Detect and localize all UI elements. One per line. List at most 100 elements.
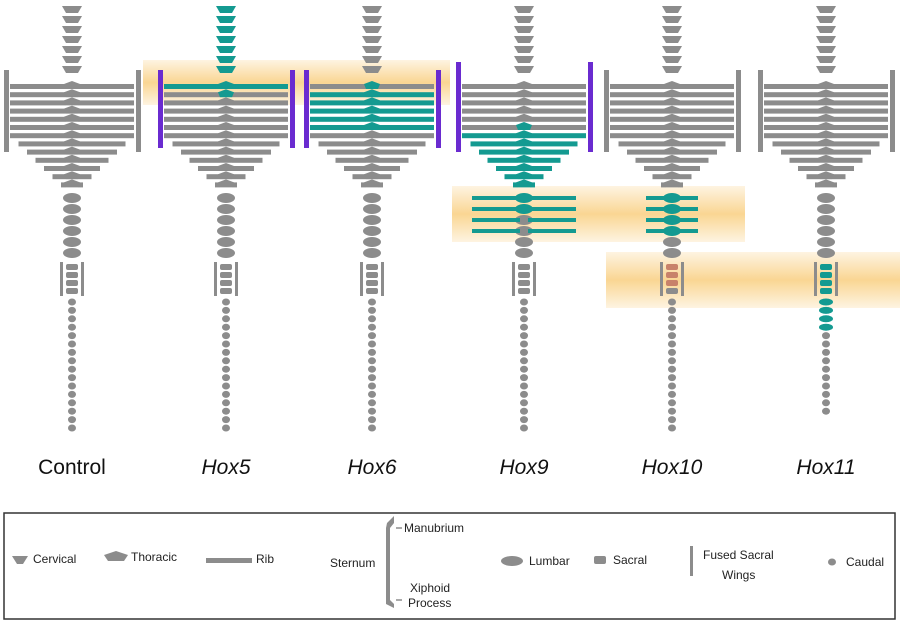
caudal-vertebra	[368, 407, 376, 415]
thoracic-vertebra	[818, 171, 834, 180]
sternum-left	[456, 62, 461, 152]
legend-wings: Wings	[722, 568, 755, 582]
thoracic-vertebra	[64, 179, 80, 188]
rib-left	[798, 166, 820, 171]
caudal-vertebra	[822, 390, 830, 398]
rib-left	[462, 84, 518, 89]
rib-right	[832, 108, 888, 114]
rib-left	[10, 133, 66, 139]
caudal-vertebra	[222, 374, 230, 382]
rib-left	[335, 157, 366, 163]
caudal-vertebra	[222, 382, 230, 390]
lumbar-vertebra	[663, 248, 681, 258]
rib-right	[232, 100, 288, 106]
rib-right	[232, 166, 254, 171]
caudal-vertebra	[668, 399, 676, 407]
cervical-vertebra	[662, 46, 682, 53]
legend-caudal: Caudal	[846, 555, 884, 569]
ectopic-rib-right	[528, 229, 576, 233]
rib-left	[318, 141, 366, 147]
fused-sacral-wings-icon	[690, 546, 693, 576]
cervical-vertebra	[514, 16, 534, 23]
cervical-vertebra	[362, 56, 382, 63]
rib-right	[530, 149, 569, 155]
caudal-vertebra	[520, 424, 528, 432]
rib-left	[610, 108, 666, 114]
caudal-vertebra	[822, 399, 830, 407]
rib-right	[832, 84, 888, 89]
thoracic-vertebra	[664, 89, 680, 98]
thoracic-vertebra	[218, 179, 234, 188]
lumbar-vertebra	[817, 193, 835, 203]
caudal-vertebra	[520, 298, 528, 306]
rib-left	[644, 166, 666, 171]
caudal-vertebra	[668, 382, 676, 390]
rib-left	[513, 182, 518, 188]
rib-left	[10, 116, 66, 122]
thoracic-vertebra	[364, 138, 380, 147]
thoracic-vertebra	[64, 97, 80, 106]
caudal-vertebra	[668, 365, 676, 373]
caudal-vertebra	[668, 340, 676, 348]
sacral-vertebra	[820, 272, 832, 278]
caudal-vertebra	[668, 390, 676, 398]
rib-right	[530, 166, 552, 171]
rib-left	[462, 92, 518, 98]
thoracic-vertebra	[218, 138, 234, 147]
rib-left	[772, 141, 820, 147]
cervical-vertebra	[514, 46, 534, 53]
rib-left	[470, 141, 518, 147]
thoracic-vertebra	[64, 138, 80, 147]
lumbar-vertebra	[817, 237, 835, 247]
sacral-vertebra	[518, 288, 530, 294]
lumbar-vertebra	[663, 215, 681, 225]
caudal-icon	[828, 558, 836, 566]
caudal-vertebra	[520, 340, 528, 348]
sacral-vertebra	[366, 280, 378, 286]
caudal-vertebra	[368, 306, 376, 314]
rib-left	[496, 166, 518, 171]
rib-right	[78, 166, 100, 171]
lumbar-vertebra	[515, 248, 533, 258]
lumbar-vertebra	[515, 215, 533, 225]
lumbar-vertebra	[363, 215, 381, 225]
caudal-vertebra	[68, 315, 76, 323]
cervical-vertebra	[216, 56, 236, 63]
rib-left	[198, 166, 220, 171]
rib-right	[378, 84, 434, 89]
rib-right	[78, 100, 134, 106]
caudal-vertebra	[520, 315, 528, 323]
cervical-vertebra	[216, 66, 236, 73]
lumbar-vertebra	[63, 226, 81, 236]
rib-left	[206, 174, 220, 180]
thoracic-vertebra	[516, 154, 532, 163]
thoracic-vertebra	[364, 146, 380, 155]
thoracic-vertebra	[218, 130, 234, 139]
thoracic-vertebra	[818, 81, 834, 89]
lumbar-vertebra	[663, 237, 681, 247]
rib-right	[232, 174, 246, 180]
thoracic-vertebra	[218, 122, 234, 130]
rib-right	[232, 116, 288, 122]
cervical-vertebra	[216, 26, 236, 33]
caudal-vertebra	[520, 357, 528, 365]
rib-right	[78, 133, 134, 139]
sacral-wing-right	[533, 262, 536, 296]
caudal-vertebra	[668, 348, 676, 356]
skeleton-hox11	[758, 6, 895, 415]
rib-left	[764, 125, 820, 130]
thoracic-vertebra	[364, 89, 380, 98]
rib-right	[232, 133, 288, 139]
ectopic-rib-right	[528, 196, 576, 200]
lumbar-vertebra	[363, 248, 381, 258]
rib-right	[678, 92, 734, 98]
rib-right	[678, 125, 734, 130]
cervical-vertebra	[62, 16, 82, 23]
rib-right	[232, 84, 288, 89]
cervical-vertebra	[662, 36, 682, 43]
rib-left	[764, 92, 820, 98]
lumbar-vertebra	[363, 193, 381, 203]
sacral-vertebra	[666, 264, 678, 270]
legend-manubrium: Manubrium	[404, 521, 464, 535]
rib-right	[832, 116, 888, 122]
